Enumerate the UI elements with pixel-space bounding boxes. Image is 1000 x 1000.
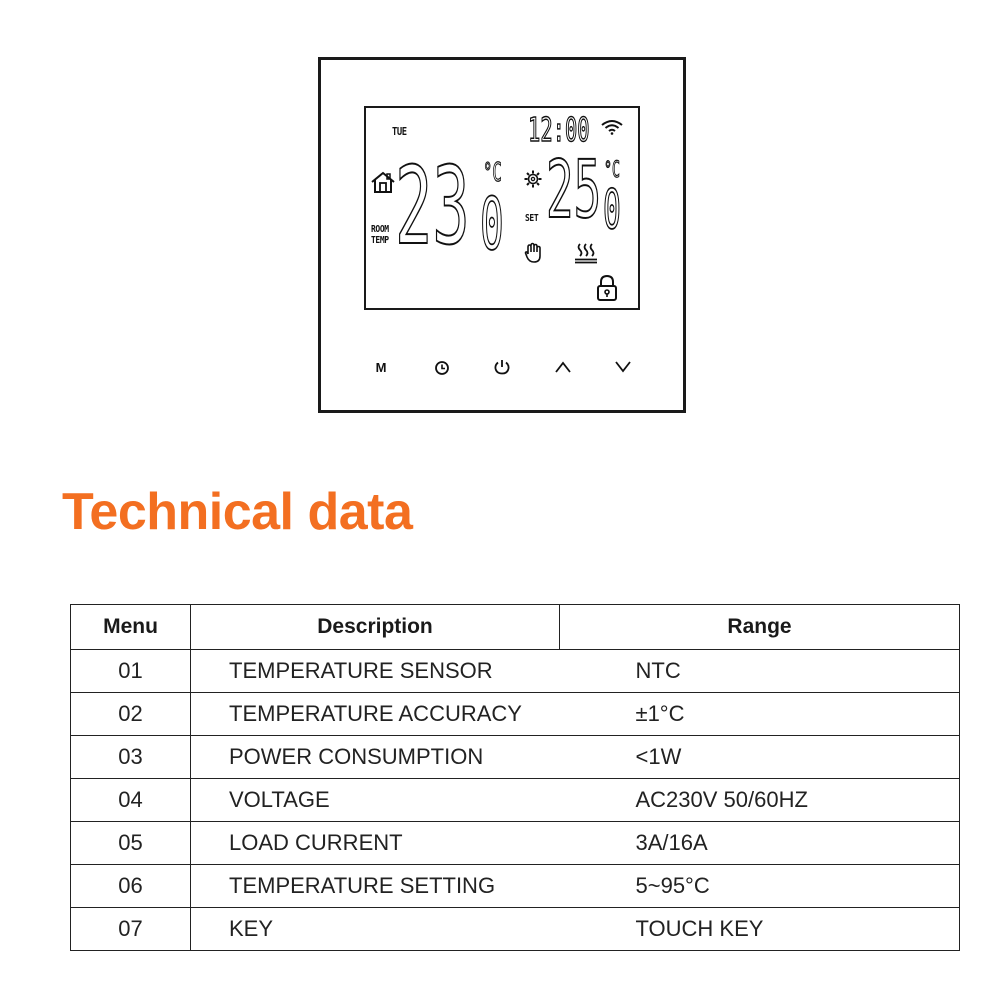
header-range: Range bbox=[559, 604, 960, 650]
cell-menu: 06 bbox=[70, 864, 191, 908]
cell-range: ±1°C bbox=[559, 692, 960, 736]
home-icon bbox=[371, 171, 395, 193]
chevron-up-icon bbox=[555, 361, 571, 373]
cell-range: <1W bbox=[559, 735, 960, 779]
table-row: 05 LOAD CURRENT 3A/16A bbox=[70, 821, 960, 865]
clock-icon bbox=[435, 361, 449, 375]
table-header-row: Menu Description Range bbox=[70, 604, 960, 650]
table-row: 01 TEMPERATURE SENSOR NTC bbox=[70, 649, 960, 693]
cell-range: TOUCH KEY bbox=[559, 907, 960, 951]
room-temp-main: 23 bbox=[394, 145, 470, 269]
cell-description: TEMPERATURE SENSOR bbox=[190, 649, 560, 693]
lcd-screen bbox=[364, 106, 640, 310]
table-row: 02 TEMPERATURE ACCURACY ±1°C bbox=[70, 692, 960, 736]
gear-icon bbox=[524, 170, 542, 188]
room-temp-decimal: 0 bbox=[480, 182, 505, 266]
cell-description: KEY bbox=[190, 907, 560, 951]
wifi-icon bbox=[601, 120, 623, 135]
cell-range: 5~95°C bbox=[559, 864, 960, 908]
header-menu: Menu bbox=[70, 604, 191, 650]
set-temp-main: 25 bbox=[545, 144, 602, 236]
cell-description: LOAD CURRENT bbox=[190, 821, 560, 865]
cell-menu: 04 bbox=[70, 778, 191, 822]
down-key[interactable] bbox=[611, 355, 635, 379]
cell-description: POWER CONSUMPTION bbox=[190, 735, 560, 779]
menu-key[interactable]: M bbox=[375, 359, 387, 375]
cell-menu: 01 bbox=[70, 649, 191, 693]
lock-icon bbox=[597, 274, 617, 301]
cell-description: TEMPERATURE ACCURACY bbox=[190, 692, 560, 736]
cell-menu: 03 bbox=[70, 735, 191, 779]
technical-data-table: Menu Description Range 01 TEMPERATURE SE… bbox=[70, 604, 960, 951]
clock-display: 12:00 bbox=[528, 110, 591, 149]
clock-key[interactable] bbox=[430, 356, 454, 380]
day-label: TUE bbox=[392, 125, 407, 138]
table-row: 04 VOLTAGE AC230V 50/60HZ bbox=[70, 778, 960, 822]
table-row: 03 POWER CONSUMPTION <1W bbox=[70, 735, 960, 779]
cell-menu: 02 bbox=[70, 692, 191, 736]
chevron-down-icon bbox=[615, 361, 631, 373]
room-label-line1: ROOM bbox=[371, 224, 389, 235]
set-temp-decimal: 0 bbox=[603, 178, 622, 241]
cell-range: 3A/16A bbox=[559, 821, 960, 865]
cell-menu: 05 bbox=[70, 821, 191, 865]
cell-description: TEMPERATURE SETTING bbox=[190, 864, 560, 908]
header-description: Description bbox=[190, 604, 560, 650]
power-icon bbox=[494, 360, 510, 375]
table-row: 06 TEMPERATURE SETTING 5~95°C bbox=[70, 864, 960, 908]
table-row: 07 KEY TOUCH KEY bbox=[70, 907, 960, 951]
section-heading: Technical data bbox=[62, 483, 413, 541]
hand-icon bbox=[524, 242, 541, 263]
heating-icon bbox=[575, 243, 597, 264]
room-temp-unit: °C bbox=[483, 158, 503, 188]
cell-range: NTC bbox=[559, 649, 960, 693]
cell-menu: 07 bbox=[70, 907, 191, 951]
cell-range: AC230V 50/60HZ bbox=[559, 778, 960, 822]
set-label: SET bbox=[525, 213, 539, 224]
cell-description: VOLTAGE bbox=[190, 778, 560, 822]
power-key[interactable] bbox=[490, 355, 514, 379]
room-label-line2: TEMP bbox=[371, 235, 389, 246]
up-key[interactable] bbox=[551, 355, 575, 379]
set-temp-unit: °C bbox=[604, 158, 621, 183]
